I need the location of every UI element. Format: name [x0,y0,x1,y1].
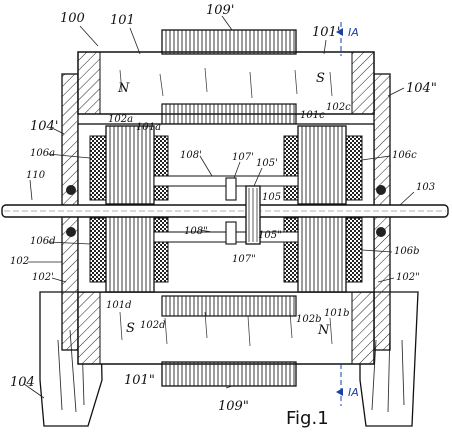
coil-106a [89,135,107,201]
core-102c [297,125,347,205]
label-102: 102 [10,256,29,267]
gear-107p [225,177,237,201]
label-102p: 102' [32,272,54,283]
label-106c: 106c [392,150,417,161]
pole-top-right: S [316,71,325,86]
label-104pp: 104" [406,81,437,96]
figure-caption: Fig.1 [286,408,329,429]
label-109p: 109' [206,3,234,18]
label-101c: 101c [300,110,325,121]
label-101: 101 [110,13,135,28]
coil-106b [345,217,363,283]
pole-bottom-right: N [317,323,330,338]
coil-106c [345,135,363,201]
label-101pp: 101" [124,373,155,388]
label-101p: 101' [312,25,340,40]
label-104: 104 [10,375,35,390]
magnet-inner-top [161,103,297,125]
label-109pp: 109" [218,399,249,414]
label-104p: 104' [30,119,58,134]
label-102b: 102b [296,314,322,325]
coil-106d [89,217,107,283]
label-105p: 105' [256,158,278,169]
label-107pp: 107" [232,254,256,265]
pole-top-left: N [117,81,130,96]
bearing-top-left [66,185,76,195]
pole-bottom-left: S [126,321,135,336]
label-102pp: 102" [396,272,420,283]
label-105pp: 105" [258,230,282,241]
label-102c: 102c [326,102,351,113]
core-102b [297,213,347,293]
label-107p: 107' [232,152,254,163]
magnet-bottom [161,361,297,387]
label-102d: 102d [140,320,166,331]
label-108p: 108' [180,150,202,161]
label-108pp: 108" [184,226,208,237]
label-100: 100 [60,11,85,26]
leader-lines [23,15,415,399]
section-label-bottom: IA [348,386,359,399]
label-102a: 102a [108,114,133,125]
reference-labels: 100 101 109' 101' 104" 104' 102a 101a 10… [10,3,437,414]
label-105: 105 [262,192,281,203]
label-101d: 101d [106,300,132,311]
label-110: 110 [26,170,46,181]
label-106b: 106b [394,246,420,257]
label-103: 103 [416,182,435,193]
section-label-top: IA [348,26,359,39]
label-101b: 101b [324,308,350,319]
gear-107pp [225,221,237,245]
label-101a: 101a [136,122,161,133]
core-102a [105,125,155,205]
label-106a: 106a [30,148,55,159]
core-102d [105,213,155,293]
magnet-top [161,29,297,55]
magnet-inner-bottom [161,295,297,317]
label-106d: 106d [30,236,56,247]
